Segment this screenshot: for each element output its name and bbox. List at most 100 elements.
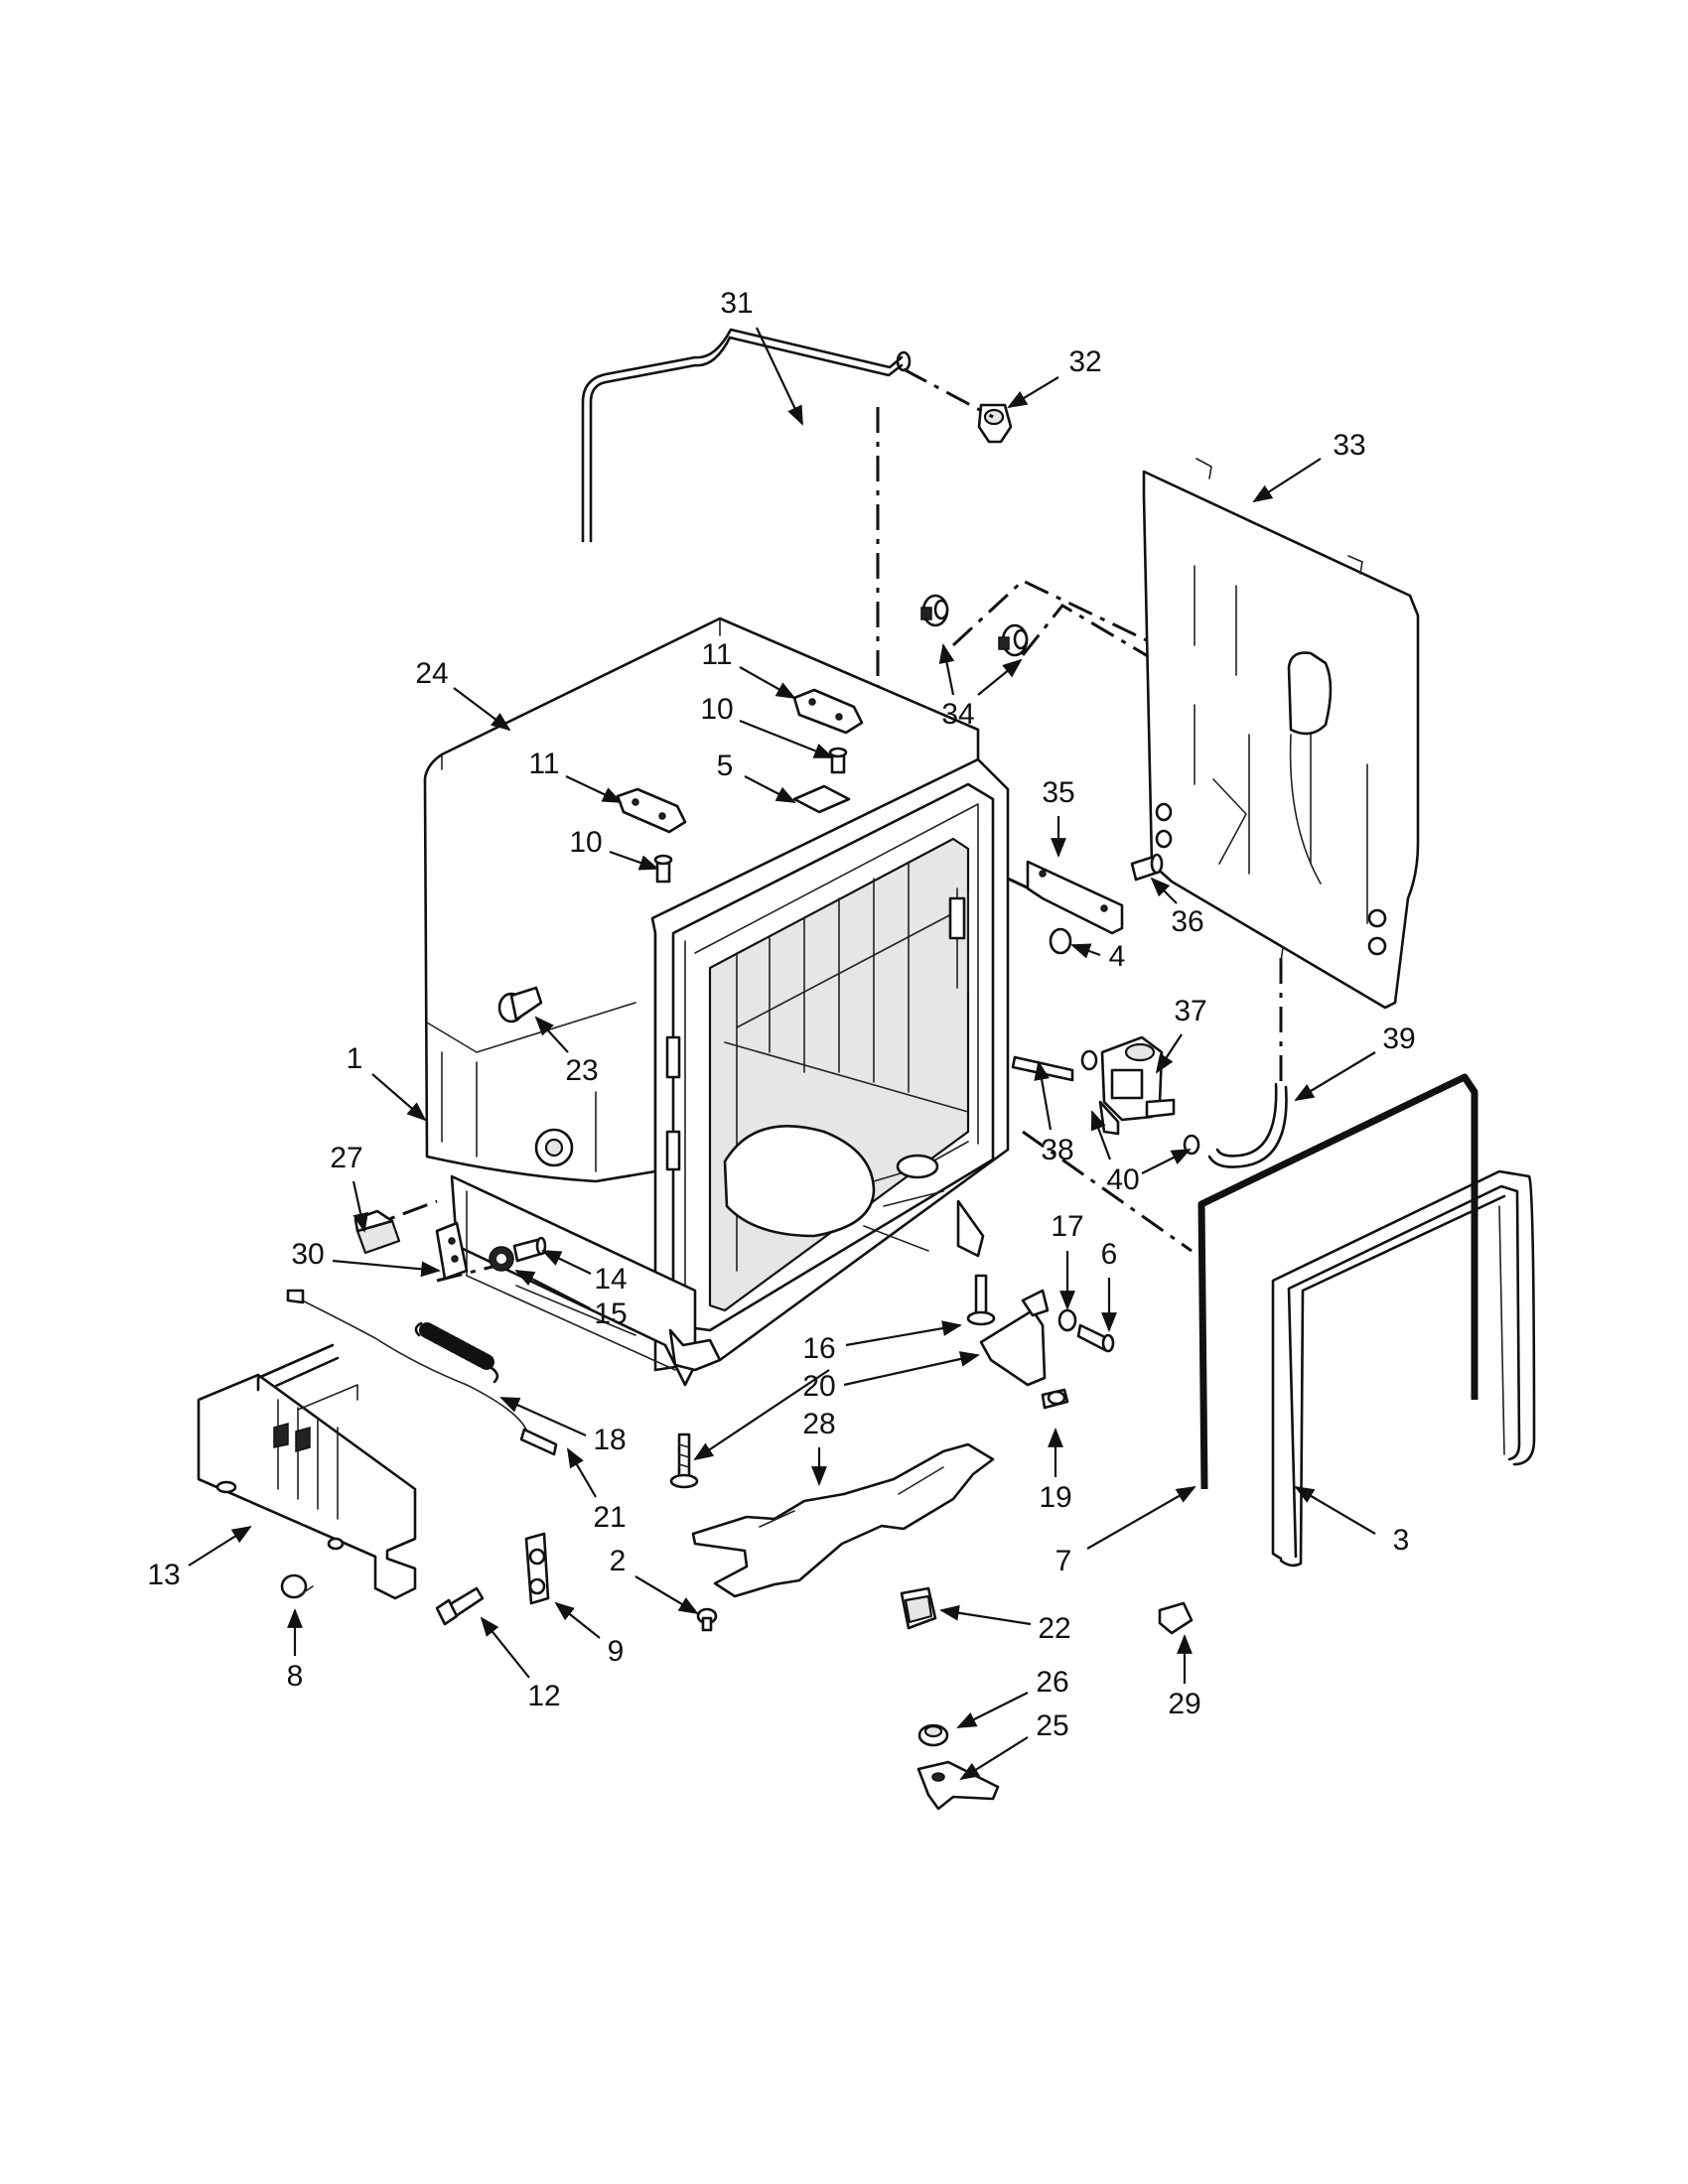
callout-c3: 3 [1294, 1485, 1410, 1557]
callout-c12: 12 [480, 1616, 561, 1712]
leader-line [939, 1604, 1032, 1626]
bracket-part-35 [1026, 860, 1124, 935]
callout-c16: 16 [693, 1320, 962, 1461]
leader-line [1141, 1149, 1192, 1174]
bracket-part-20 [979, 1289, 1050, 1387]
hose-part-39 [1207, 1082, 1288, 1168]
callout-c29: 29 [1168, 1634, 1201, 1720]
screw-part-2 [696, 1607, 718, 1632]
callout-number: 16 [802, 1332, 835, 1365]
leader-line [1155, 1033, 1183, 1074]
callout-number: 38 [1041, 1134, 1073, 1166]
kick-panel-part-13 [197, 1343, 417, 1600]
callout-c14: 14 [541, 1250, 628, 1296]
callout-number: 26 [1036, 1666, 1068, 1699]
leader-line [977, 658, 1023, 696]
callout-number: 2 [610, 1545, 627, 1577]
bracket-part-9 [524, 1532, 550, 1605]
callout-c22: 22 [939, 1604, 1071, 1645]
leader-line [739, 666, 796, 699]
leader-line [453, 687, 511, 732]
callout-number: 12 [527, 1680, 560, 1712]
leader-line [1150, 877, 1178, 904]
leader-line [499, 1396, 587, 1437]
leader-line [332, 1259, 441, 1278]
leader-line [744, 775, 796, 803]
leader-line [693, 1369, 830, 1461]
callout-c13: 13 [147, 1525, 252, 1591]
leader-line [739, 719, 834, 759]
leader-line [938, 643, 955, 696]
door-spring-part-18 [414, 1321, 499, 1384]
nut-parts-40 [1080, 1049, 1200, 1156]
callout-c39: 39 [1294, 1023, 1416, 1102]
callout-number: 4 [1109, 940, 1126, 973]
float-part-26 [917, 1723, 949, 1747]
callout-c11b: 11 [528, 748, 623, 803]
callout-number: 34 [941, 698, 974, 731]
callout-c2: 2 [610, 1545, 699, 1615]
plug-part-23 [497, 986, 543, 1024]
callout-c8: 8 [287, 1608, 304, 1693]
leader-line [843, 1351, 980, 1387]
callout-c24: 24 [415, 657, 511, 732]
callout-number: 8 [287, 1660, 304, 1693]
callout-number: 1 [347, 1042, 363, 1075]
screw-part-36 [1130, 853, 1164, 882]
callout-number: 10 [569, 826, 602, 859]
callout-number: 13 [147, 1559, 180, 1591]
leg-part-16 [669, 1274, 996, 1489]
leader-line [1034, 1060, 1053, 1131]
screw-part-12 [435, 1586, 485, 1626]
callout-c6: 6 [1101, 1238, 1117, 1332]
callout-number: 30 [291, 1238, 324, 1271]
callout-c31: 31 [720, 287, 803, 426]
bracket-part-25 [916, 1760, 1000, 1811]
callout-number: 23 [565, 1054, 598, 1087]
callout-number: 33 [1333, 429, 1365, 462]
callout-c1: 1 [347, 1042, 427, 1122]
callout-c11a: 11 [701, 638, 796, 699]
callout-c32: 32 [1007, 345, 1102, 409]
callout-c34: 34 [938, 643, 1023, 731]
callout-number: 21 [593, 1501, 626, 1534]
callout-number: 3 [1393, 1524, 1410, 1557]
callout-number: 27 [330, 1142, 362, 1174]
leader-line [609, 850, 659, 871]
callout-c21: 21 [567, 1447, 627, 1534]
water-valve-part-37 [1098, 1035, 1176, 1136]
leader-line [1090, 1110, 1112, 1160]
callout-number: 25 [1036, 1709, 1068, 1742]
bracket-part-30 [435, 1221, 469, 1281]
callout-c10a: 10 [700, 693, 834, 759]
screw-part-6 [1076, 1323, 1115, 1353]
callout-c26: 26 [956, 1666, 1069, 1728]
callout-c40: 40 [1090, 1110, 1192, 1196]
callout-number: 39 [1382, 1023, 1415, 1055]
fill-tube-part-31 [581, 328, 912, 543]
leader-line [1086, 1486, 1196, 1550]
leader-line [845, 1320, 962, 1347]
screw-part-19 [1041, 1388, 1069, 1410]
callout-number: 5 [717, 750, 734, 782]
callout-c18: 18 [499, 1396, 627, 1456]
label-part-5 [792, 784, 851, 814]
callout-c17: 17 [1051, 1210, 1084, 1310]
clip-part-29 [1158, 1601, 1194, 1635]
callout-c30: 30 [291, 1238, 441, 1278]
callout-number: 31 [720, 287, 753, 320]
bracket-part-11-upper [792, 688, 864, 735]
callout-number: 14 [594, 1263, 627, 1296]
callout-number: 17 [1051, 1210, 1083, 1243]
callout-number: 18 [593, 1424, 626, 1456]
callout-c20: 20 [802, 1351, 980, 1403]
leader-line [1252, 458, 1322, 503]
callout-c38: 38 [1034, 1060, 1074, 1166]
callout-number: 24 [415, 657, 448, 690]
leader-line [634, 1575, 699, 1615]
leader-line [956, 1692, 1029, 1728]
callout-c4: 4 [1070, 940, 1126, 973]
leader-line [959, 1736, 1029, 1781]
leader-line [1007, 376, 1059, 409]
